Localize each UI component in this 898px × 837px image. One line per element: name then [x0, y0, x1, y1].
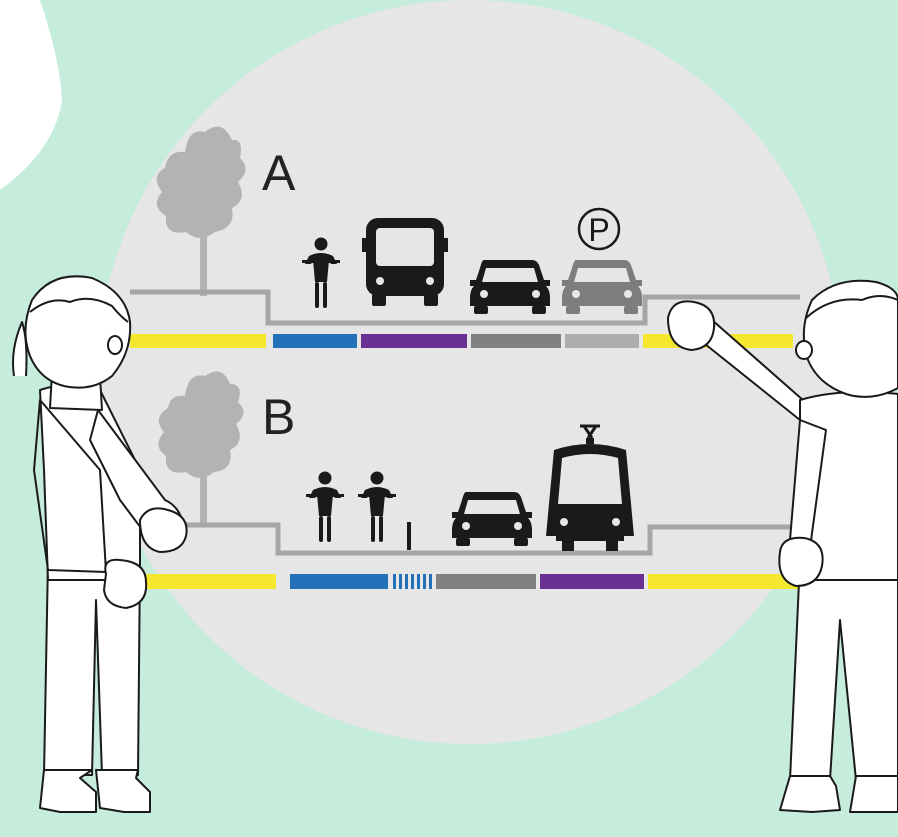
general-lane-strip	[471, 334, 561, 348]
background-disc	[98, 0, 842, 744]
tree-icon	[158, 371, 244, 526]
parking-sign-label: P	[588, 212, 609, 248]
scenario-b-label: B	[262, 389, 295, 445]
lane-strip-b	[130, 574, 798, 589]
scenario-a: A	[130, 126, 800, 348]
cyclist-icon	[306, 471, 344, 542]
sidewalk-strip	[648, 574, 798, 589]
transit-lane-strip	[361, 334, 467, 348]
parking-sign-icon: P	[577, 207, 621, 251]
bike-lane-strip	[273, 334, 357, 348]
road-outline-b	[130, 522, 800, 556]
sidewalk-strip	[130, 574, 276, 589]
parking-lane-strip	[565, 334, 639, 348]
parked-car-icon	[562, 260, 642, 314]
road-outline-a	[130, 289, 800, 326]
car-icon	[452, 492, 532, 546]
transit-lane-strip	[540, 574, 644, 589]
tram-icon	[546, 424, 634, 551]
right-person-figure	[667, 279, 898, 813]
tree-icon	[156, 126, 246, 296]
general-lane-strip	[436, 574, 536, 589]
sidewalk-strip	[130, 334, 266, 348]
car-icon	[470, 260, 550, 314]
corner-shape	[0, 0, 62, 190]
left-person-figure	[12, 275, 188, 813]
bollard-icon	[407, 522, 411, 550]
cyclist-icon	[302, 237, 340, 308]
scenario-b: B	[130, 371, 800, 589]
cyclist-icon	[358, 471, 396, 542]
bike-lane-strip	[290, 574, 388, 589]
bus-icon	[362, 218, 448, 306]
buffer-strip	[393, 574, 432, 589]
scenario-a-label: A	[262, 145, 296, 201]
